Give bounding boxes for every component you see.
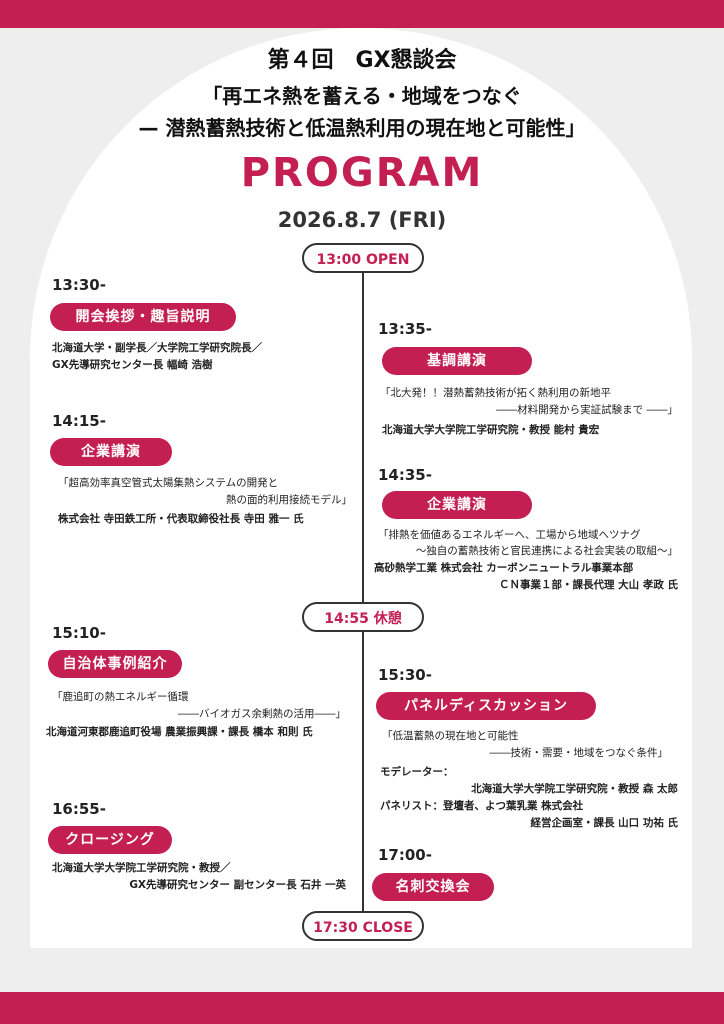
session-time: 15:10- <box>52 624 106 642</box>
session-time: 14:35- <box>378 466 432 484</box>
event-title: 第４回 GX懇談会 <box>267 48 457 73</box>
session-time: 16:55- <box>52 800 106 818</box>
session-talk-title: 「鹿追町の熱エネルギー循環 <box>52 691 189 703</box>
session-time: 17:00- <box>378 846 432 864</box>
session-badge: 開会挨拶・趣旨説明 <box>50 303 236 331</box>
session-talk-title: ――バイオガス余剰熱の活用――」 <box>178 708 346 720</box>
session-time: 14:15- <box>52 412 106 430</box>
open-marker: 13:00 OPEN <box>302 243 424 273</box>
panelist-name: 経営企画室・課長 山口 功祐 氏 <box>530 817 678 829</box>
session-speaker: 北海道大学・副学長／大学院工学研究院長／ <box>52 342 262 354</box>
break-marker: 14:55 休憩 <box>302 602 424 632</box>
session-speaker: 北海道河東郡鹿追町役場 農業振興課・課長 橋本 和則 氏 <box>46 726 313 738</box>
session-badge: パネルディスカッション <box>376 692 596 720</box>
session-talk-title: ――材料開発から実証試験まで ――」 <box>496 404 678 416</box>
event-subtitle-line1: 「再エネ熱を蓄える・地域をつなぐ <box>202 84 522 108</box>
top-band <box>0 0 724 28</box>
session-speaker: GX先導研究センター長 幅崎 浩樹 <box>52 359 213 371</box>
session-speaker: 北海道大学大学院工学研究院・教授／ <box>52 862 231 874</box>
session-badge: 企業講演 <box>382 491 532 519</box>
session-badge: 企業講演 <box>50 438 172 466</box>
event-date: 2026.8.7 (FRI) <box>277 208 447 232</box>
panelist-label: パネリスト：登壇者、よつ葉乳業 株式会社 <box>380 800 584 812</box>
session-speaker: 北海道大学大学院工学研究院・教授 能村 貴宏 <box>382 424 600 436</box>
session-talk-title: 「排熱を価値あるエネルギーへ、工場から地域へツナグ <box>378 529 641 541</box>
session-time: 13:35- <box>378 320 432 338</box>
session-talk-title: 「低温蓄熱の現在地と可能性 <box>382 730 519 742</box>
moderator-label: モデレーター： <box>380 766 454 778</box>
timeline-line <box>362 268 364 918</box>
session-badge: 自治体事例紹介 <box>48 650 182 678</box>
session-time: 13:30- <box>52 276 106 294</box>
session-speaker: ＣＮ事業１部・課長代理 大山 孝政 氏 <box>499 579 678 591</box>
moderator-name: 北海道大学大学院工学研究院・教授 森 太郎 <box>471 783 678 795</box>
session-badge: 名刺交換会 <box>372 873 494 901</box>
session-talk-title: 熱の面的利用接続モデル」 <box>226 494 352 506</box>
background-arch <box>30 28 692 948</box>
close-marker: 17:30 CLOSE <box>302 911 424 941</box>
program-heading: PROGRAM <box>240 150 484 196</box>
session-speaker: 株式会社 寺田鉄工所・代表取締役社長 寺田 雅一 氏 <box>58 513 304 525</box>
session-time: 15:30- <box>378 666 432 684</box>
event-subtitle-line2: — 潜熱蓄熱技術と低温熱利用の現在地と可能性」 <box>138 116 586 140</box>
bottom-band <box>0 992 724 1024</box>
session-talk-title: ――技術・需要・地域をつなぐ条件」 <box>489 747 669 759</box>
session-badge: 基調講演 <box>382 347 532 375</box>
session-talk-title: 〜独自の蓄熱技術と官民連携による社会実装の取組〜」 <box>415 545 678 557</box>
session-talk-title: 「超高効率真空管式太陽集熱システムの開発と <box>58 477 279 489</box>
session-badge: クロージング <box>48 826 172 854</box>
session-talk-title: 「北大発！！潜熱蓄熱技術が拓く熱利用の新地平 <box>380 387 611 399</box>
session-speaker: 高砂熱学工業 株式会社 カーボンニュートラル事業本部 <box>374 562 634 574</box>
session-speaker: GX先導研究センター 副センター長 石井 一英 <box>129 879 346 891</box>
